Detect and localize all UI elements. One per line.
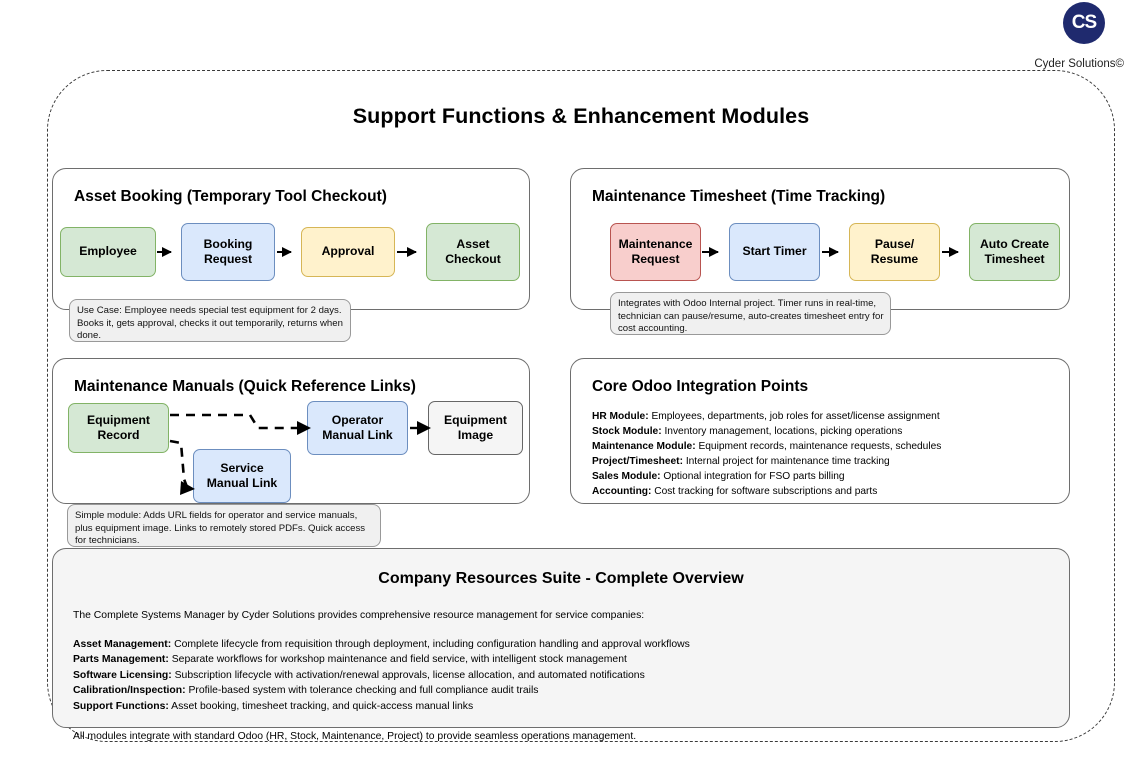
panel-title-asset-booking: Asset Booking (Temporary Tool Checkout) [74,188,387,205]
core-item: Stock Module: Inventory management, loca… [592,424,1055,439]
arrow-employee-to-booking [157,247,172,257]
node-service-manual-link[interactable]: Service Manual Link [193,449,291,503]
node-operator-manual-link[interactable]: Operator Manual Link [307,401,408,455]
overview-title: Company Resources Suite - Complete Overv… [378,570,744,587]
panel-title-maintenance-timesheet: Maintenance Timesheet (Time Tracking) [592,188,886,205]
overview-row-value: Profile-based system with tolerance chec… [188,685,539,697]
overview-row: Support Functions: Asset booking, timesh… [73,699,1049,715]
core-item-key: Maintenance Module: [592,441,696,453]
arrow-pause-to-timesheet [942,247,959,257]
note-maintenance-manuals: Simple module: Adds URL fields for opera… [67,504,381,547]
overview-row-value: Separate workflows for workshop maintena… [171,654,627,666]
overview-row-key: Calibration/Inspection: [73,685,186,697]
panel-maintenance-timesheet: Maintenance Timesheet (Time Tracking) Ma… [570,168,1070,310]
core-item-value: Cost tracking for software subscriptions… [654,486,878,498]
arrow-approval-to-checkout [397,247,417,257]
overview-footer: All modules integrate with standard Odoo… [73,730,637,742]
copyright-label: Cyder Solutions© [1034,58,1124,70]
panel-maintenance-manuals: Maintenance Manuals (Quick Reference Lin… [52,358,530,504]
overview-body: The Complete Systems Manager by Cyder So… [73,608,1049,744]
manuals-edge-layer [169,413,431,495]
overview-row: Asset Management: Complete lifecycle fro… [73,637,1049,653]
node-start-timer[interactable]: Start Timer [729,223,820,281]
node-equipment-record[interactable]: Equipment Record [68,403,169,453]
logo-text: CS [1071,12,1097,33]
core-item: Project/Timesheet: Internal project for … [592,454,1055,469]
overview-row-key: Asset Management: [73,638,172,650]
core-item-value: Inventory management, locations, picking… [664,426,903,438]
core-item-key: Accounting: [592,486,652,498]
core-item-key: Stock Module: [592,426,662,438]
node-maintenance-request[interactable]: Maintenance Request [610,223,701,281]
node-equipment-image[interactable]: Equipment Image [428,401,523,455]
overview-row-value: Asset booking, timesheet tracking, and q… [171,701,474,713]
note-asset-booking: Use Case: Employee needs special test eq… [69,299,351,342]
overview-row: Parts Management: Separate workflows for… [73,652,1049,668]
node-auto-create-timesheet[interactable]: Auto Create Timesheet [969,223,1060,281]
core-item-key: Sales Module: [592,471,661,483]
arrowhead-image [417,421,431,435]
arrow-request-to-timer [702,247,719,257]
node-approval[interactable]: Approval [301,227,395,277]
panel-company-overview: Company Resources Suite - Complete Overv… [52,548,1070,742]
panel-title-maintenance-manuals: Maintenance Manuals (Quick Reference Lin… [74,378,416,395]
cyder-solutions-logo: CS [1063,2,1105,44]
core-item-value: Internal project for maintenance time tr… [685,456,890,468]
core-item: HR Module: Employees, departments, job r… [592,409,1055,424]
note-maintenance-timesheet: Integrates with Odoo Internal project. T… [610,292,891,335]
core-item-value: Optional integration for FSO parts billi… [663,471,845,483]
core-item-key: HR Module: [592,411,649,422]
overview-row: Calibration/Inspection: Profile-based sy… [73,683,1049,699]
core-item: Accounting: Cost tracking for software s… [592,484,1055,499]
core-item: Sales Module: Optional integration for F… [592,469,1055,484]
dashed-edge-record-to-operator [170,413,297,430]
node-asset-checkout[interactable]: Asset Checkout [426,223,520,281]
core-integration-list: HR Module: Employees, departments, job r… [592,409,1055,500]
overview-row-key: Parts Management: [73,654,169,666]
diagram-outer-container [47,70,1115,742]
node-employee[interactable]: Employee [60,227,156,277]
overview-row: Software Licensing: Subscription lifecyc… [73,668,1049,684]
page-title: Support Functions & Enhancement Modules [352,104,810,128]
arrowhead-service [180,481,195,495]
core-item-value: Employees, departments, job roles for as… [651,411,940,422]
node-booking-request[interactable]: Booking Request [181,223,275,281]
overview-row-value: Subscription lifecycle with activation/r… [174,669,645,681]
overview-row-key: Software Licensing: [73,669,172,681]
panel-asset-booking: Asset Booking (Temporary Tool Checkout) … [52,168,530,310]
arrow-timer-to-pause [822,247,839,257]
overview-row-key: Support Functions: [73,701,169,713]
dashed-edge-record-to-service [169,439,189,488]
core-item-key: Project/Timesheet: [592,456,683,468]
panel-title-core-integration: Core Odoo Integration Points [592,378,809,395]
core-item-value: Equipment records, maintenance requests,… [698,441,942,453]
core-item: Maintenance Module: Equipment records, m… [592,439,1055,454]
node-pause-resume[interactable]: Pause/ Resume [849,223,940,281]
panel-core-integration: Core Odoo Integration Points HR Module: … [570,358,1070,504]
overview-row-value: Complete lifecycle from requisition thro… [174,638,690,650]
arrow-booking-to-approval [277,247,292,257]
overview-intro: The Complete Systems Manager by Cyder So… [73,610,645,621]
arrowhead-operator [297,421,311,435]
